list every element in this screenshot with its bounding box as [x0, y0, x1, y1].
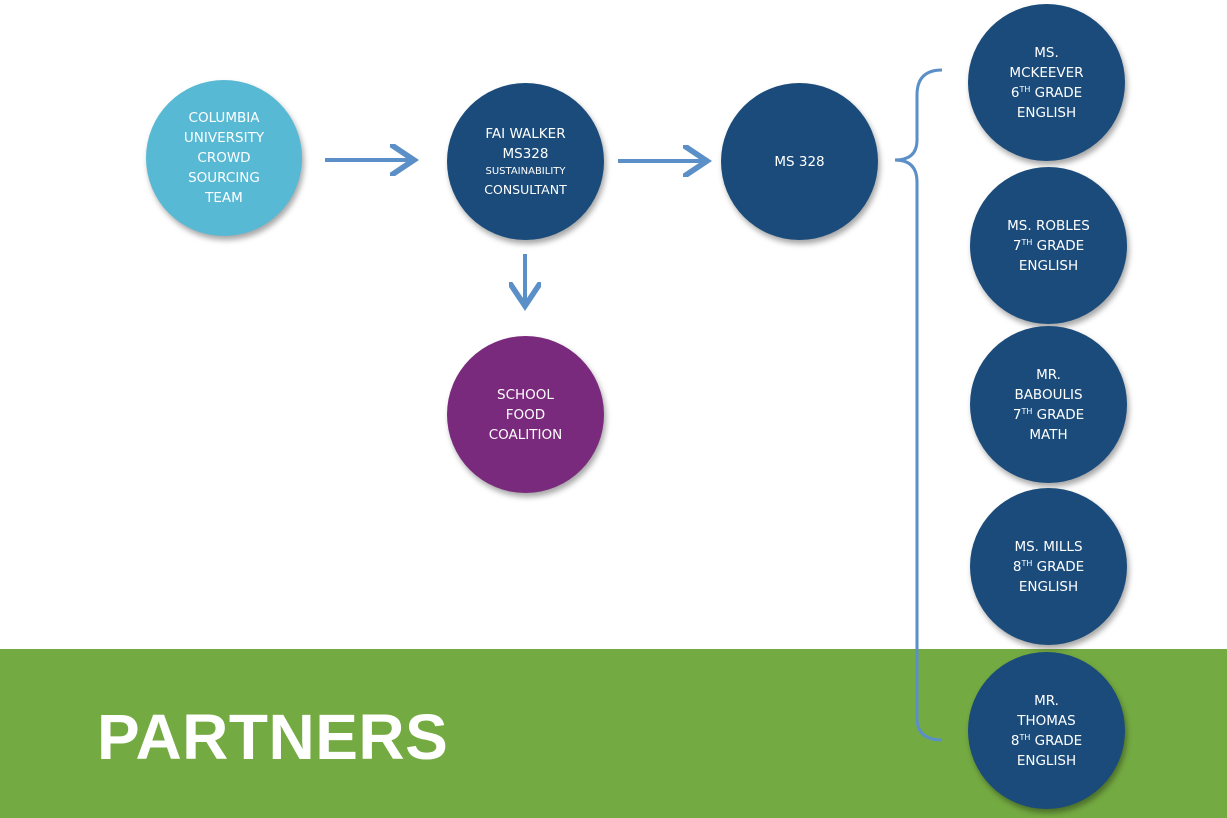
node-teacher-mckeever: MS. MCKEEVER 6TH GRADE ENGLISH: [968, 4, 1125, 161]
node-teacher-baboulis: MR. BABOULIS 7TH GRADE MATH: [970, 326, 1127, 483]
node-line: MS 328: [774, 153, 825, 170]
teacher-grade: 8TH GRADE: [1010, 732, 1083, 749]
teacher-name: BABOULIS: [1014, 386, 1083, 403]
teacher-name: MR.: [1034, 692, 1059, 709]
node-line: FAI WALKER: [485, 125, 566, 142]
node-line: CROWD: [197, 150, 251, 166]
teacher-subject: ENGLISH: [1016, 752, 1077, 769]
teacher-name: THOMAS: [1017, 712, 1076, 729]
node-line: TEAM: [205, 190, 243, 206]
teacher-subject: MATH: [1029, 426, 1068, 443]
node-line: UNIVERSITY: [183, 130, 265, 146]
node-line: SOURCING: [188, 170, 260, 186]
node-columbia-crowd-sourcing-team: COLUMBIA UNIVERSITY CROWD SOURCING TEAM: [146, 80, 302, 236]
node-line: COLUMBIA: [188, 110, 260, 126]
node-fai-walker: FAI WALKER MS328 SUSTAINABILITY CONSULTA…: [447, 83, 604, 240]
node-teacher-robles: MS. ROBLES 7TH GRADE ENGLISH: [970, 167, 1127, 324]
node-school-food-coalition: SCHOOL FOOD COALITION: [447, 336, 604, 493]
node-ms328: MS 328: [721, 83, 878, 240]
teacher-name: MS. MILLS: [1014, 538, 1083, 555]
teacher-grade: 6TH GRADE: [1010, 84, 1083, 101]
node-teacher-thomas: MR. THOMAS 8TH GRADE ENGLISH: [968, 652, 1125, 809]
teacher-grade: 7TH GRADE: [1012, 237, 1085, 254]
teacher-name: MS. ROBLES: [1007, 217, 1090, 234]
node-line: SUSTAINABILITY: [485, 165, 566, 177]
teacher-subject: ENGLISH: [1016, 104, 1077, 121]
teacher-grade: 7TH GRADE: [1012, 406, 1085, 423]
teacher-subject: ENGLISH: [1018, 257, 1079, 274]
node-line: CONSULTANT: [484, 181, 567, 197]
node-line: MS328: [502, 145, 549, 162]
teacher-name: MCKEEVER: [1009, 64, 1084, 81]
teacher-grade: 8TH GRADE: [1012, 558, 1085, 575]
teacher-name: MR.: [1036, 366, 1061, 383]
node-line: SCHOOL: [497, 386, 554, 403]
teacher-subject: ENGLISH: [1018, 578, 1079, 595]
partners-title: PARTNERS: [97, 701, 449, 773]
teacher-name: MS.: [1034, 44, 1059, 61]
bracket: [894, 68, 943, 742]
node-teacher-mills: MS. MILLS 8TH GRADE ENGLISH: [970, 488, 1127, 645]
node-line: FOOD: [505, 406, 546, 423]
node-line: COALITION: [488, 426, 563, 443]
